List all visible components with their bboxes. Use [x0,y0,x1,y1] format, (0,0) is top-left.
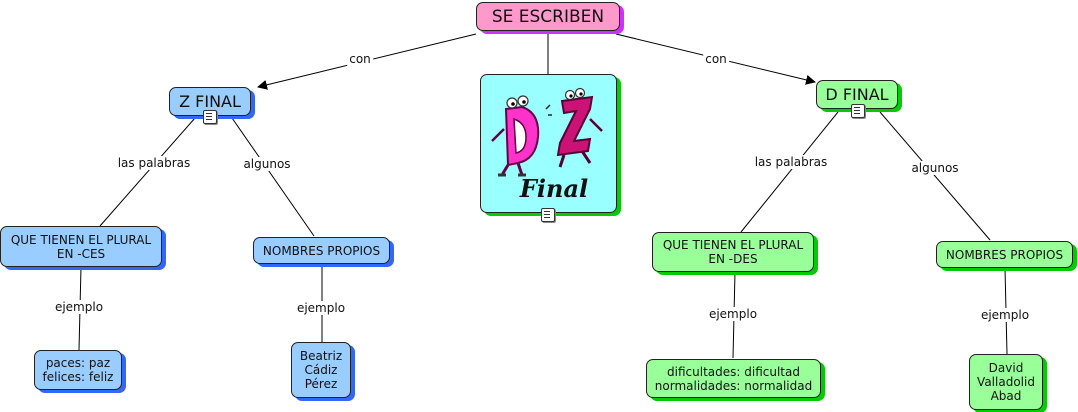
link-label-ejemplo-3: ejemplo [706,307,760,321]
document-icon[interactable] [203,110,217,124]
letter-d-character [490,94,539,176]
link-label-con-right: con [703,52,729,66]
letter-z-character [544,87,603,167]
d-propios-example-node[interactable]: David Valladolid Abad [969,354,1043,410]
dz-final-illustration: Final [490,87,603,203]
z-propios-node[interactable]: NOMBRES PROPIOS [253,237,390,264]
z-plural-node[interactable]: QUE TIENEN EL PLURAL EN -CES [0,226,162,267]
document-icon[interactable] [851,104,865,118]
root-node[interactable]: SE ESCRIBEN [476,2,620,31]
link-label-palabras-right: las palabras [752,155,830,169]
document-icon[interactable] [541,208,555,222]
d-propios-node[interactable]: NOMBRES PROPIOS [936,241,1073,268]
link-label-con-left: con [347,52,373,66]
link-label-ejemplo-4: ejemplo [978,308,1032,322]
z-plural-example-node[interactable]: paces: paz felices: feliz [34,350,122,390]
image-node[interactable]: Final [480,74,617,213]
d-plural-example-node[interactable]: dificultades: dificultad normalidades: n… [646,359,821,398]
link-label-algunos-left: algunos [241,157,293,171]
link-label-ejemplo-2: ejemplo [294,301,348,315]
link-label-ejemplo-1: ejemplo [52,300,106,314]
link-label-algunos-right: algunos [909,161,961,175]
link-label-palabras-left: las palabras [115,156,193,170]
d-plural-node[interactable]: QUE TIENEN EL PLURAL EN -DES [652,232,814,272]
z-propios-example-node[interactable]: Beatriz Cádiz Pérez [291,342,351,398]
final-word: Final [518,174,587,203]
